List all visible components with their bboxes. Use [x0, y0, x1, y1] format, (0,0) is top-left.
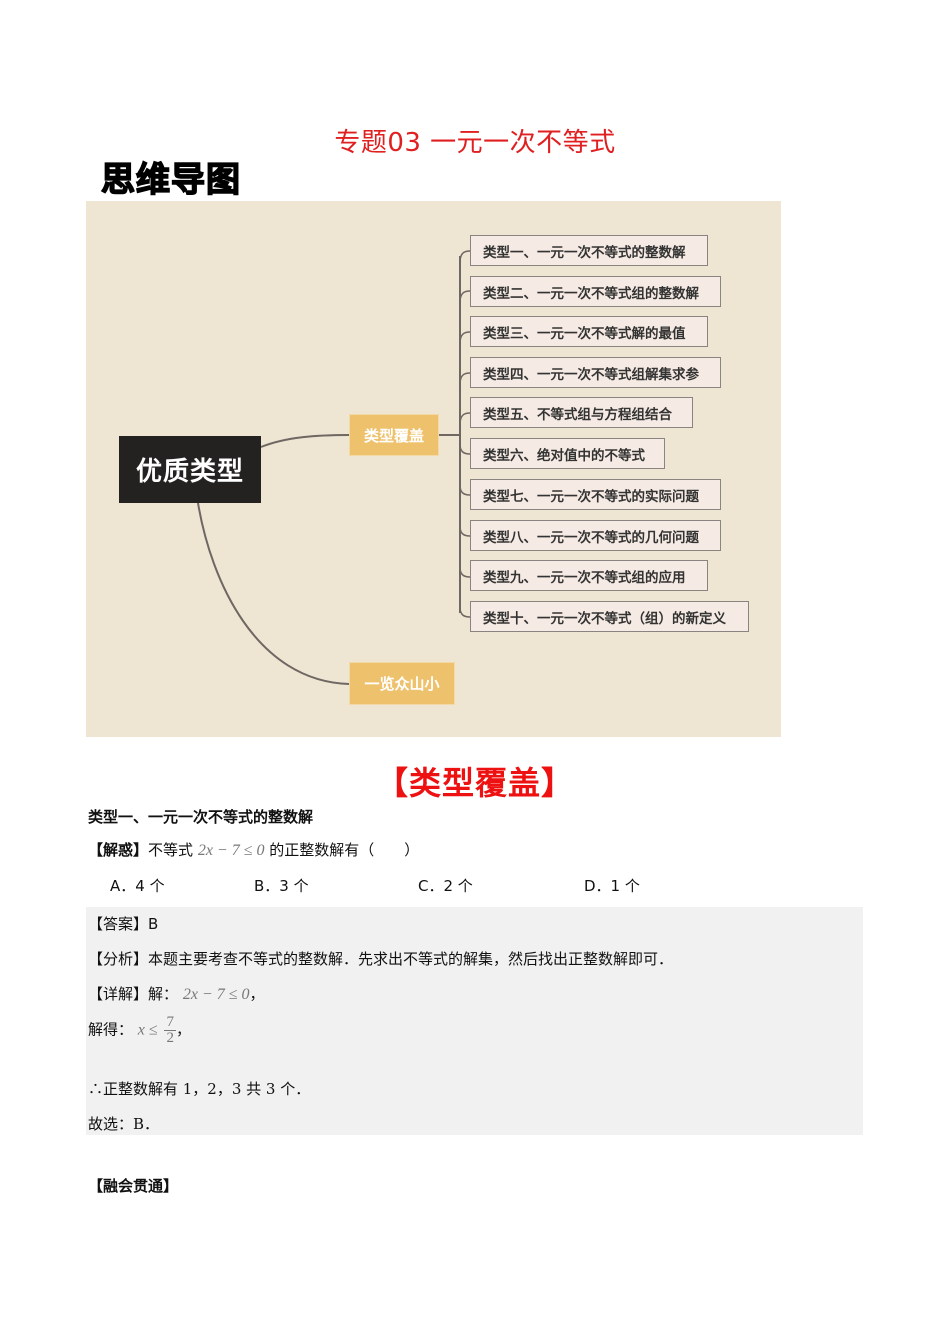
- mindmap-heading: 思维导图: [100, 159, 241, 201]
- mindmap-leaf: 类型八、一元一次不等式的几何问题: [470, 520, 721, 551]
- option-b: B．3 个: [254, 877, 309, 895]
- mindmap-connectors: [197, 250, 471, 685]
- question-formula: 2x − 7 ≤ 0: [197, 842, 265, 859]
- analysis-tag: 【分析】: [88, 950, 149, 968]
- detail-line: 【详解】解： 2x − 7 ≤ 0，: [88, 983, 265, 1004]
- fraction-numerator: 7: [164, 1014, 176, 1031]
- question-tag: 【解惑】: [88, 841, 149, 859]
- solve-formula: x ≤: [137, 1021, 158, 1039]
- mindmap-leaf: 类型六、绝对值中的不等式: [470, 438, 665, 469]
- conclusion-line: ∴正整数解有 1，2，3 共 3 个．: [88, 1080, 311, 1098]
- mindmap-root-node: 优质类型: [119, 436, 261, 503]
- mindmap-leaf: 类型二、一元一次不等式组的整数解: [470, 276, 721, 307]
- practice-heading: 【融会贯通】: [88, 1177, 179, 1195]
- answer-value: B: [148, 915, 159, 933]
- question-prefix: 不等式: [148, 841, 194, 859]
- choice-line: 故选：B．: [88, 1115, 160, 1133]
- detail-prefix: 解：: [148, 985, 179, 1003]
- detail-formula: 2x − 7 ≤ 0: [182, 986, 250, 1003]
- answer-line: 【答案】B: [88, 913, 158, 934]
- mindmap-leaf: 类型三、一元一次不等式解的最值: [470, 316, 708, 347]
- mindmap-branch-type-coverage: 类型覆盖: [349, 414, 439, 456]
- mindmap-leaf: 类型一、一元一次不等式的整数解: [470, 235, 708, 266]
- fraction-denominator: 2: [166, 1030, 174, 1046]
- solve-suffix: ，: [175, 1020, 191, 1039]
- mindmap-leaf: 类型四、一元一次不等式组解集求参: [470, 357, 721, 388]
- mindmap-branch-overview: 一览众山小: [349, 662, 455, 705]
- answer-options: A．4 个 B．3 个 C．2 个 D．1 个: [110, 875, 870, 895]
- option-c: C．2 个: [418, 877, 473, 895]
- option-a: A．4 个: [110, 877, 165, 895]
- analysis-text: 本题主要考查不等式的整数解．先求出不等式的解集，然后找出正整数解即可．: [148, 950, 674, 968]
- detail-tag: 【详解】: [88, 985, 149, 1003]
- analysis-line: 【分析】本题主要考查不等式的整数解．先求出不等式的解集，然后找出正整数解即可．: [88, 948, 673, 969]
- option-d: D．1 个: [584, 877, 640, 895]
- mindmap-leaf: 类型九、一元一次不等式组的应用: [470, 560, 708, 591]
- answer-tag: 【答案】: [88, 915, 149, 933]
- mindmap-leaf: 类型五、不等式组与方程组结合: [470, 397, 693, 428]
- solution-panel: 【答案】B 【分析】本题主要考查不等式的整数解．先求出不等式的解集，然后找出正整…: [86, 907, 863, 1135]
- document-title: 专题03 一元一次不等式: [334, 128, 616, 158]
- detail-suffix: ，: [249, 985, 265, 1003]
- question-type-title: 类型一、一元一次不等式的整数解: [88, 808, 314, 826]
- mindmap-image: 优质类型 类型覆盖 一览众山小 类型一、一元一次不等式的整数解 类型二、一元一次…: [86, 201, 781, 737]
- solve-prefix: 解得：: [88, 1020, 134, 1039]
- question-stem: 【解惑】不等式 2x − 7 ≤ 0 的正整数解有（ ）: [88, 839, 419, 860]
- mindmap-leaf: 类型十、一元一次不等式（组）的新定义: [470, 601, 749, 632]
- section-heading: 【类型覆盖】: [375, 764, 574, 802]
- mindmap-leaf: 类型七、一元一次不等式的实际问题: [470, 479, 721, 510]
- question-suffix: 的正整数解有（ ）: [269, 841, 420, 859]
